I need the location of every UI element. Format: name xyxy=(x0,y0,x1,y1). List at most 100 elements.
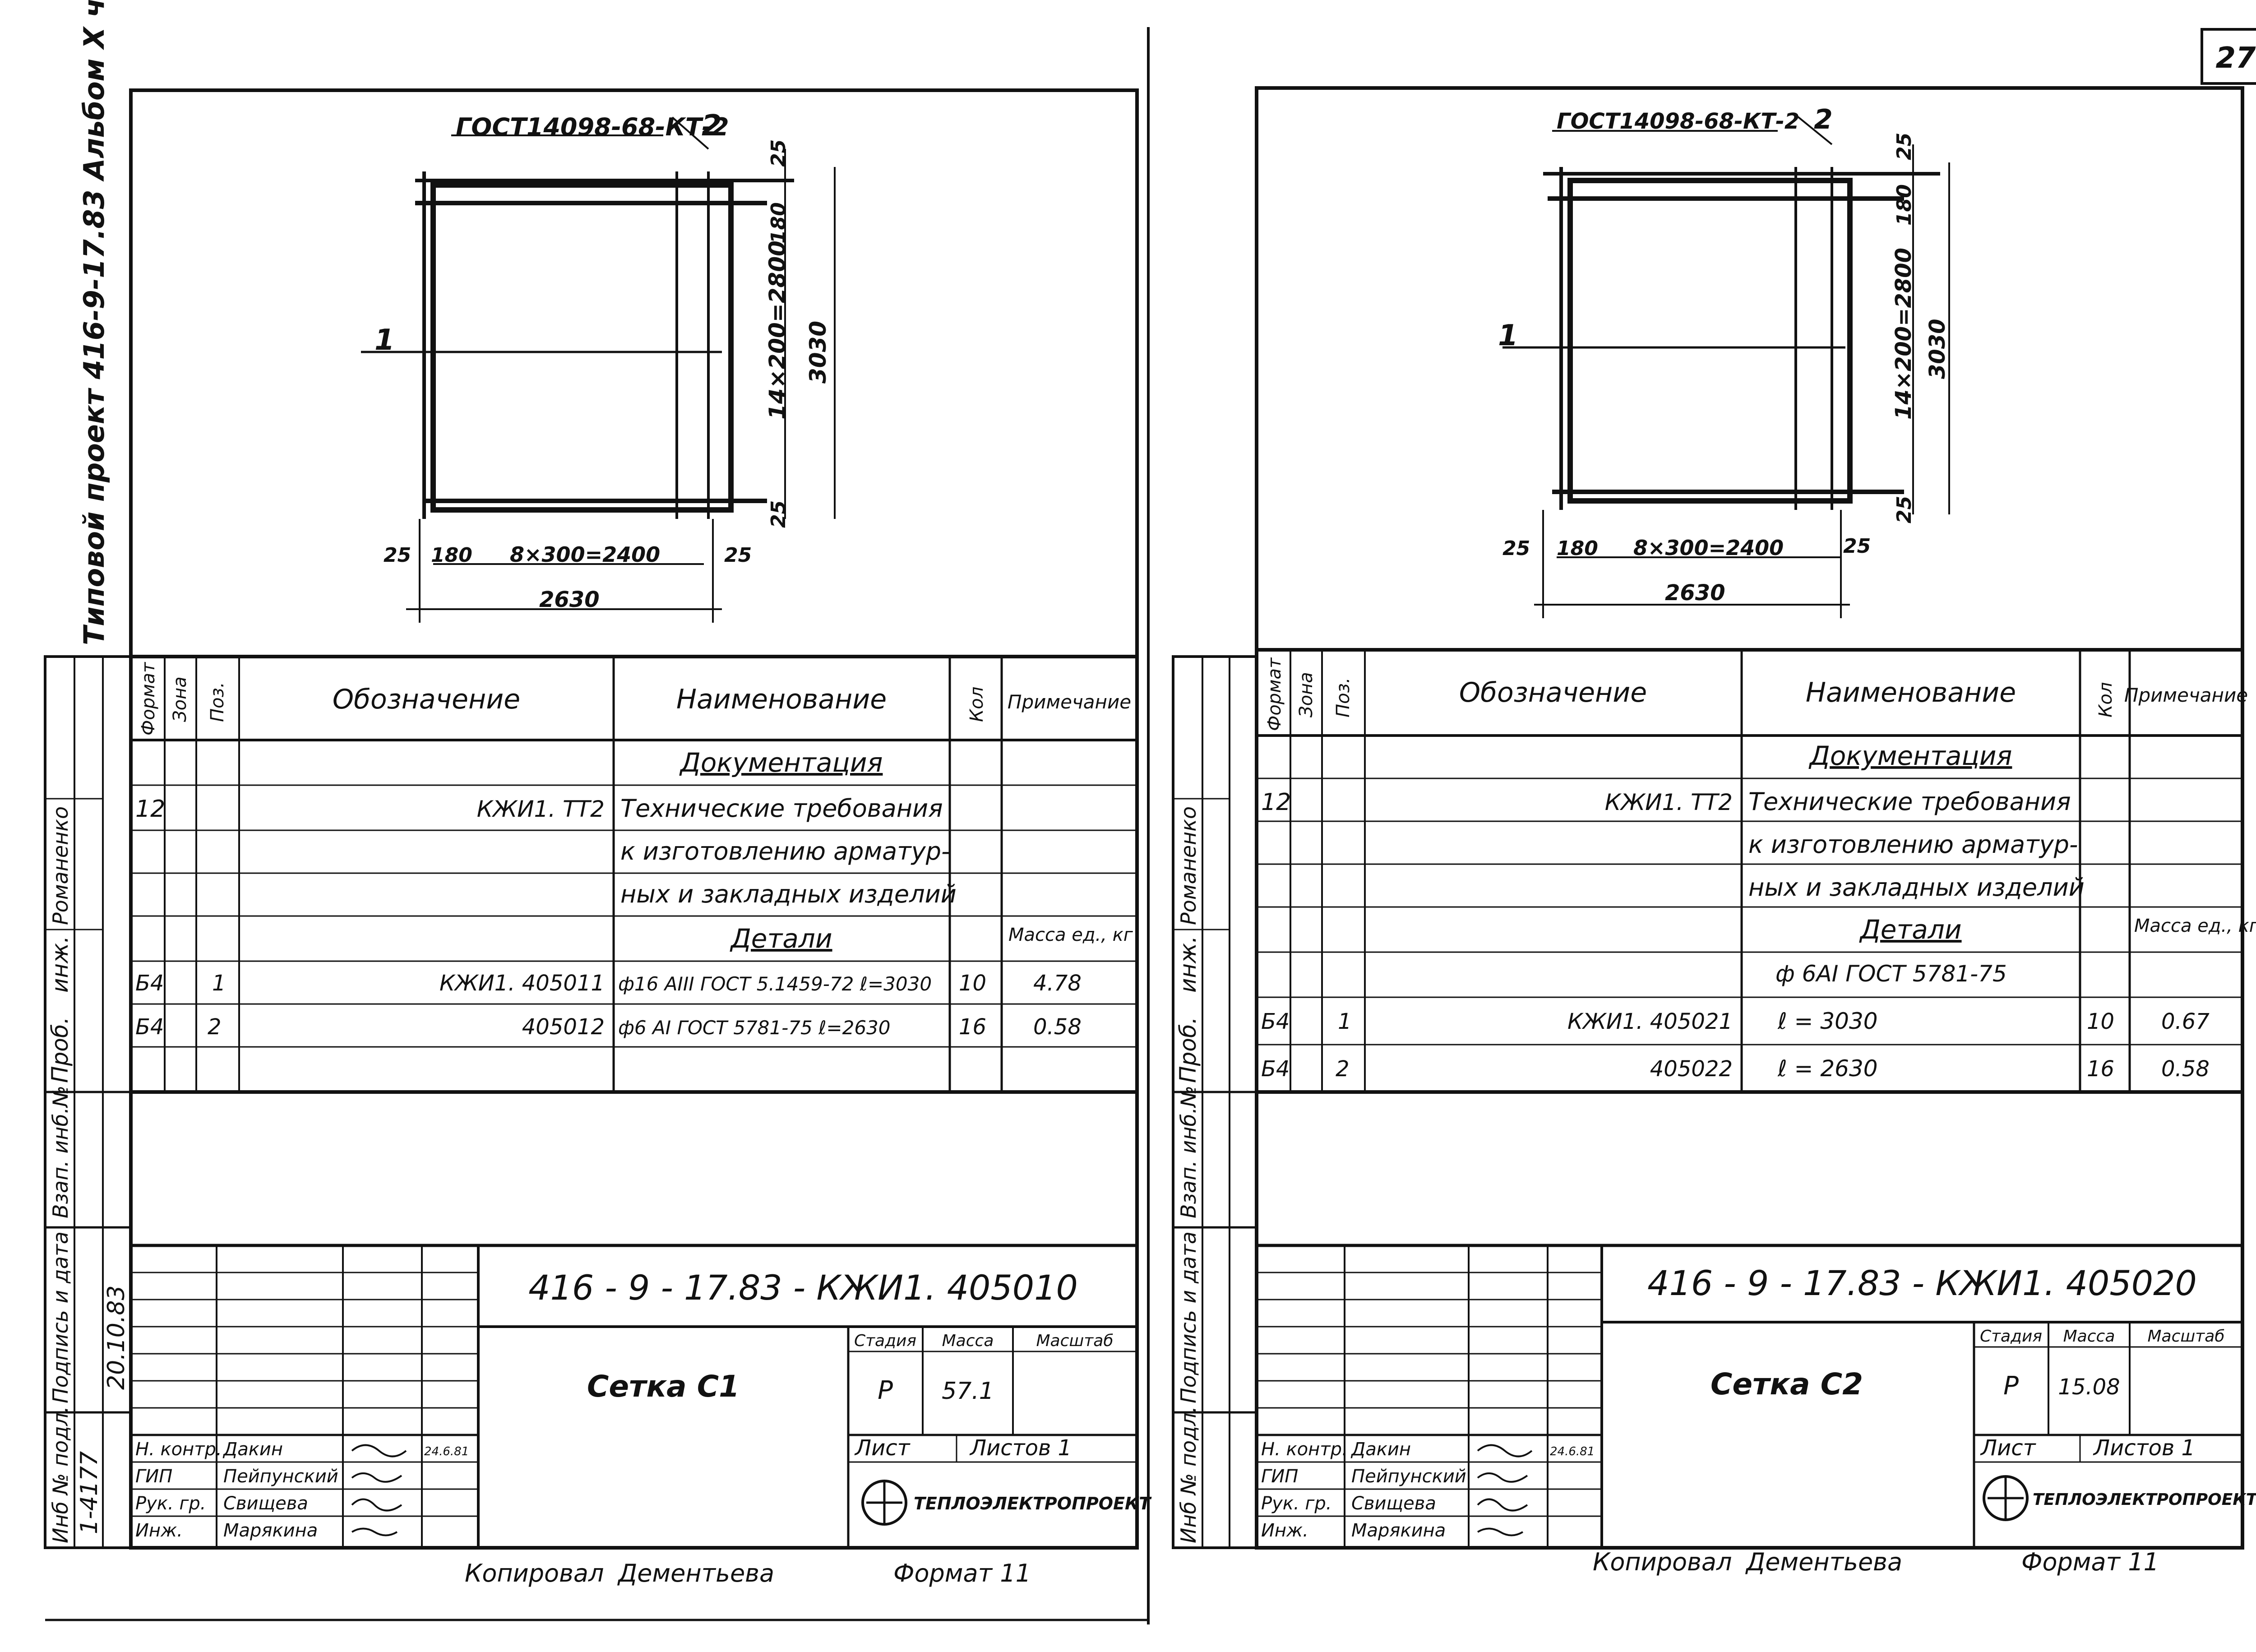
sign-date: 24.6.81 xyxy=(424,1445,469,1458)
mesh-drawing-right xyxy=(1502,114,1950,618)
row-format: Б4 xyxy=(1261,1056,1290,1082)
row-note: 0.58 xyxy=(2161,1056,2210,1082)
row-name: к изготовлению арматур- xyxy=(620,837,950,865)
row-name: Документация xyxy=(679,747,883,778)
row-pos: 2 xyxy=(1336,1056,1350,1082)
col-format: Формат xyxy=(138,662,159,736)
side-eng: инж. xyxy=(1175,936,1201,993)
row-name: ных и закладных изделий xyxy=(1748,873,2085,902)
label-sheet: Лист xyxy=(854,1435,911,1461)
dim-bottom-25: 25 xyxy=(1893,496,1916,523)
row-note: 0.58 xyxy=(1033,1014,1082,1040)
side-sign-date: Подпись и дата xyxy=(1176,1231,1201,1403)
dim-right-25: 25 xyxy=(1843,535,1871,558)
row-name: Документация xyxy=(1808,740,2012,771)
page-number-box xyxy=(2201,28,2256,85)
sign-role: Инж. xyxy=(1261,1520,1308,1541)
row-designation: 405022 xyxy=(1650,1056,1733,1082)
dim-left-180: 180 xyxy=(431,544,472,567)
sign-name: Свищева xyxy=(223,1493,308,1514)
sign-role: Н. контр. xyxy=(135,1439,222,1460)
callout-2: 2 xyxy=(702,109,722,143)
side-date-value: 20.10.83 xyxy=(103,1285,130,1390)
footer-copier: Дементьева xyxy=(617,1559,774,1587)
side-stamp-right xyxy=(1172,655,1258,1549)
footer-copied-by: Копировал xyxy=(1593,1548,1732,1576)
row-qty: 10 xyxy=(2087,1009,2114,1034)
row-name: ных и закладных изделий xyxy=(620,880,957,908)
dim-left-180: 180 xyxy=(1557,537,1598,560)
side-stamp-left xyxy=(44,655,132,1549)
row-format: Б4 xyxy=(1261,1009,1290,1034)
dim-180: 180 xyxy=(767,202,790,244)
drawing-title: Сетка С2 xyxy=(1710,1367,1863,1402)
label-sheets: Листов 1 xyxy=(969,1435,1072,1461)
dim-vertical-span: 14×200=2800 xyxy=(764,241,791,420)
row-designation: КЖИ1. ТТ2 xyxy=(477,796,605,822)
signature-mark xyxy=(351,1498,402,1512)
row-qty: 10 xyxy=(959,971,986,996)
doc-code: 416 - 9 - 17.83 - КЖИ1. 405010 xyxy=(528,1268,1078,1308)
col-zone: Зона xyxy=(170,676,190,722)
gost-label: ГОСТ14098-68-КТ-2 xyxy=(1557,109,1799,134)
dim-left-25: 25 xyxy=(1502,537,1530,560)
signature-mark xyxy=(351,1527,398,1536)
side-sign-date: Подпись и дата xyxy=(48,1231,73,1403)
row-qty: 16 xyxy=(2087,1056,2114,1082)
label-mass: Масса xyxy=(942,1332,994,1350)
callout-2: 2 xyxy=(1814,104,1833,135)
side-inv-no: Инб № подл. xyxy=(48,1406,73,1543)
sign-role: Рук. гр. xyxy=(1261,1493,1332,1514)
row-pos: 2 xyxy=(208,1014,222,1040)
footer-copied-by: Копировал xyxy=(465,1559,604,1587)
signature-mark xyxy=(1477,1498,1528,1512)
spec-table-right xyxy=(1255,648,2244,1094)
mass-value: 15.08 xyxy=(2058,1374,2120,1400)
dim-total-height: 3030 xyxy=(1925,319,1950,379)
row-name: Технические требования xyxy=(1748,787,2071,816)
label-sheet: Лист xyxy=(1980,1435,2037,1461)
row-designation: 405012 xyxy=(522,1014,605,1040)
row-note: 4.78 xyxy=(1033,971,1082,996)
drawing-title: Сетка С1 xyxy=(587,1369,740,1404)
row-designation: КЖИ1. 405011 xyxy=(439,971,605,996)
label-stage: Стадия xyxy=(854,1332,916,1350)
company-name: ТЕПЛОЭЛЕКТРОПРОЕКТ xyxy=(914,1494,1152,1513)
dim-left-25: 25 xyxy=(384,544,411,567)
sign-role: Инж. xyxy=(135,1520,183,1541)
dim-180: 180 xyxy=(1893,184,1916,226)
sign-name: Марякина xyxy=(1351,1520,1446,1541)
row-pos: 1 xyxy=(212,971,226,996)
stage-value: Р xyxy=(878,1376,893,1405)
col-format: Формат xyxy=(1264,657,1285,731)
row-name: Технические требования xyxy=(620,794,943,823)
mesh-drawing-left xyxy=(361,116,836,623)
sign-name: Дакин xyxy=(222,1439,283,1460)
signature-mark xyxy=(1477,1444,1533,1458)
footer-copier: Дементьева xyxy=(1745,1548,1902,1576)
col-zone: Зона xyxy=(1296,672,1317,717)
row-name: ф16 АIII ГОСТ 5.1459-72 ℓ=3030 xyxy=(618,973,932,995)
footer-format: Формат 11 xyxy=(893,1559,1031,1587)
row-name: ф6 АI ГОСТ 5781-75 ℓ=2630 xyxy=(618,1017,891,1039)
stage-value: Р xyxy=(2003,1371,2019,1401)
col-name: Наименование xyxy=(676,684,887,715)
row-qty: 16 xyxy=(959,1014,986,1040)
title-block-left xyxy=(131,1244,1137,1548)
row-name: Детали xyxy=(1858,914,1961,945)
side-romanenko: Романенко xyxy=(1176,806,1201,925)
col-pos: Поз. xyxy=(207,682,228,722)
col-note: Примечание xyxy=(1008,691,1131,713)
row-designation: КЖИ1. 405021 xyxy=(1567,1009,1733,1034)
dim-total-width: 2630 xyxy=(1665,580,1725,606)
footer-format: Формат 11 xyxy=(2021,1548,2159,1576)
side-sign-inv: Взап. инб.№ xyxy=(48,1086,73,1218)
row-name: Детали xyxy=(729,923,832,954)
signature-mark xyxy=(351,1472,402,1483)
label-stage: Стадия xyxy=(1980,1327,2042,1346)
sign-role: Н. контр. xyxy=(1261,1439,1348,1460)
sign-role: Рук. гр. xyxy=(135,1493,206,1514)
col-note: Примечание xyxy=(2124,684,2248,706)
sign-name: Пейпунский xyxy=(1351,1466,1466,1487)
